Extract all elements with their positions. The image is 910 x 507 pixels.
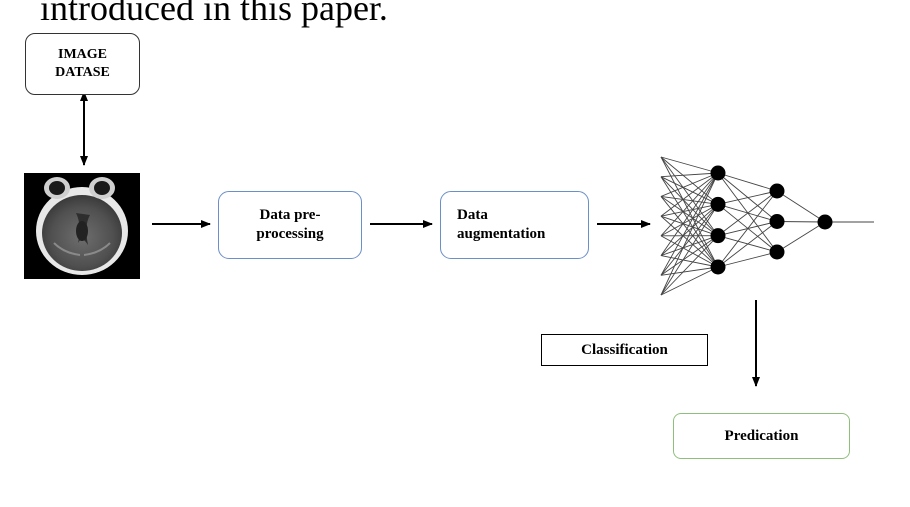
image-dataset-label-line2: DATASE <box>55 65 110 80</box>
network-connection <box>776 190 826 223</box>
classification-box: Classification <box>541 334 708 366</box>
network-node <box>710 228 726 244</box>
network-node <box>710 259 726 275</box>
network-node <box>817 214 833 230</box>
ct-scan-image <box>24 173 140 279</box>
network-node <box>769 183 785 199</box>
network-connection <box>717 190 778 268</box>
data-preprocessing-box: Data pre- processing <box>218 191 362 259</box>
network-connection <box>660 215 719 268</box>
network-connection <box>717 190 778 205</box>
network-connection <box>660 172 719 178</box>
neural-network <box>660 156 874 296</box>
network-connection <box>660 204 719 276</box>
classification-label: Classification <box>581 341 668 358</box>
network-node <box>769 244 785 260</box>
network-connection <box>660 203 719 217</box>
network-connection <box>660 235 719 296</box>
network-node <box>710 165 726 181</box>
prediction-label: Predication <box>724 427 799 444</box>
image-dataset-box: IMAGE DATASE <box>25 33 140 95</box>
network-connection <box>776 221 826 253</box>
network-connection <box>660 176 719 268</box>
data-preprocessing-label-line1: Data pre- <box>259 207 321 223</box>
network-node <box>769 214 785 229</box>
network-connection <box>660 215 719 237</box>
network-node <box>710 196 726 212</box>
network-connection <box>717 172 778 192</box>
data-augmentation-label-line1: Data <box>457 207 488 223</box>
network-connection <box>660 196 719 237</box>
network-connection <box>660 172 719 197</box>
network-connection <box>660 266 719 296</box>
network-connection <box>776 221 826 223</box>
prediction-box: Predication <box>673 413 850 459</box>
network-connection <box>660 156 719 236</box>
network-connection <box>660 156 719 205</box>
network-connection <box>717 221 778 268</box>
network-connection <box>660 176 719 236</box>
network-connection <box>660 195 719 205</box>
data-preprocessing-label-line2: processing <box>256 226 324 242</box>
network-connection <box>660 172 719 296</box>
network-connection <box>660 203 719 256</box>
network-connection <box>660 156 719 268</box>
network-connection <box>660 172 719 237</box>
network-connection <box>660 172 719 217</box>
network-connection <box>717 251 778 268</box>
network-connection <box>660 235 719 276</box>
network-connection <box>660 156 719 174</box>
network-connection <box>660 172 719 256</box>
network-connection <box>660 203 719 237</box>
data-augmentation-label-line2: augmentation <box>457 226 546 242</box>
network-connection <box>660 235 719 256</box>
image-dataset-label-line1: IMAGE <box>58 47 107 62</box>
network-connection <box>717 190 778 237</box>
network-connection <box>660 176 719 205</box>
network-connection <box>660 172 719 276</box>
caption-text: introduced in this paper. <box>40 0 388 28</box>
data-augmentation-box: Data augmentation <box>440 191 589 259</box>
network-connection <box>660 204 719 296</box>
network-connection <box>660 196 719 268</box>
